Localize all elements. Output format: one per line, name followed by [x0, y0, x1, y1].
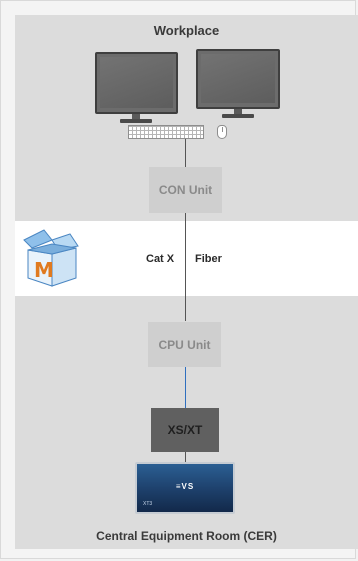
xs-unit-label: XS/XT: [167, 423, 203, 437]
con-unit-box: CON Unit: [149, 167, 222, 213]
link-xs-server: [185, 452, 186, 464]
logo-letter: M: [34, 258, 54, 282]
cpu-unit-box: CPU Unit: [148, 322, 221, 367]
workplace-title: Workplace: [153, 23, 220, 38]
link-keyboard-con: [185, 139, 186, 167]
monitor-left-icon: [95, 52, 178, 124]
cer-title: Central Equipment Room (CER): [96, 529, 277, 543]
mouse-icon: [217, 125, 227, 139]
link-cpu-xs: [185, 367, 186, 408]
matrix-box-icon: [23, 229, 79, 287]
catx-label: Cat X: [146, 253, 175, 265]
xs-unit-box: XS/XT: [151, 408, 219, 452]
con-unit-label: CON Unit: [158, 183, 213, 197]
monitor-right-icon: [196, 49, 280, 119]
evs-server-icon: ≡VS XT3: [135, 462, 235, 514]
server-model: XT3: [143, 501, 153, 507]
cpu-unit-label: CPU Unit: [158, 337, 211, 352]
link-con-cpu: [185, 213, 186, 321]
server-brand: ≡VS: [175, 482, 195, 491]
fiber-label: Fiber: [195, 253, 222, 265]
keyboard-icon: [128, 125, 204, 139]
